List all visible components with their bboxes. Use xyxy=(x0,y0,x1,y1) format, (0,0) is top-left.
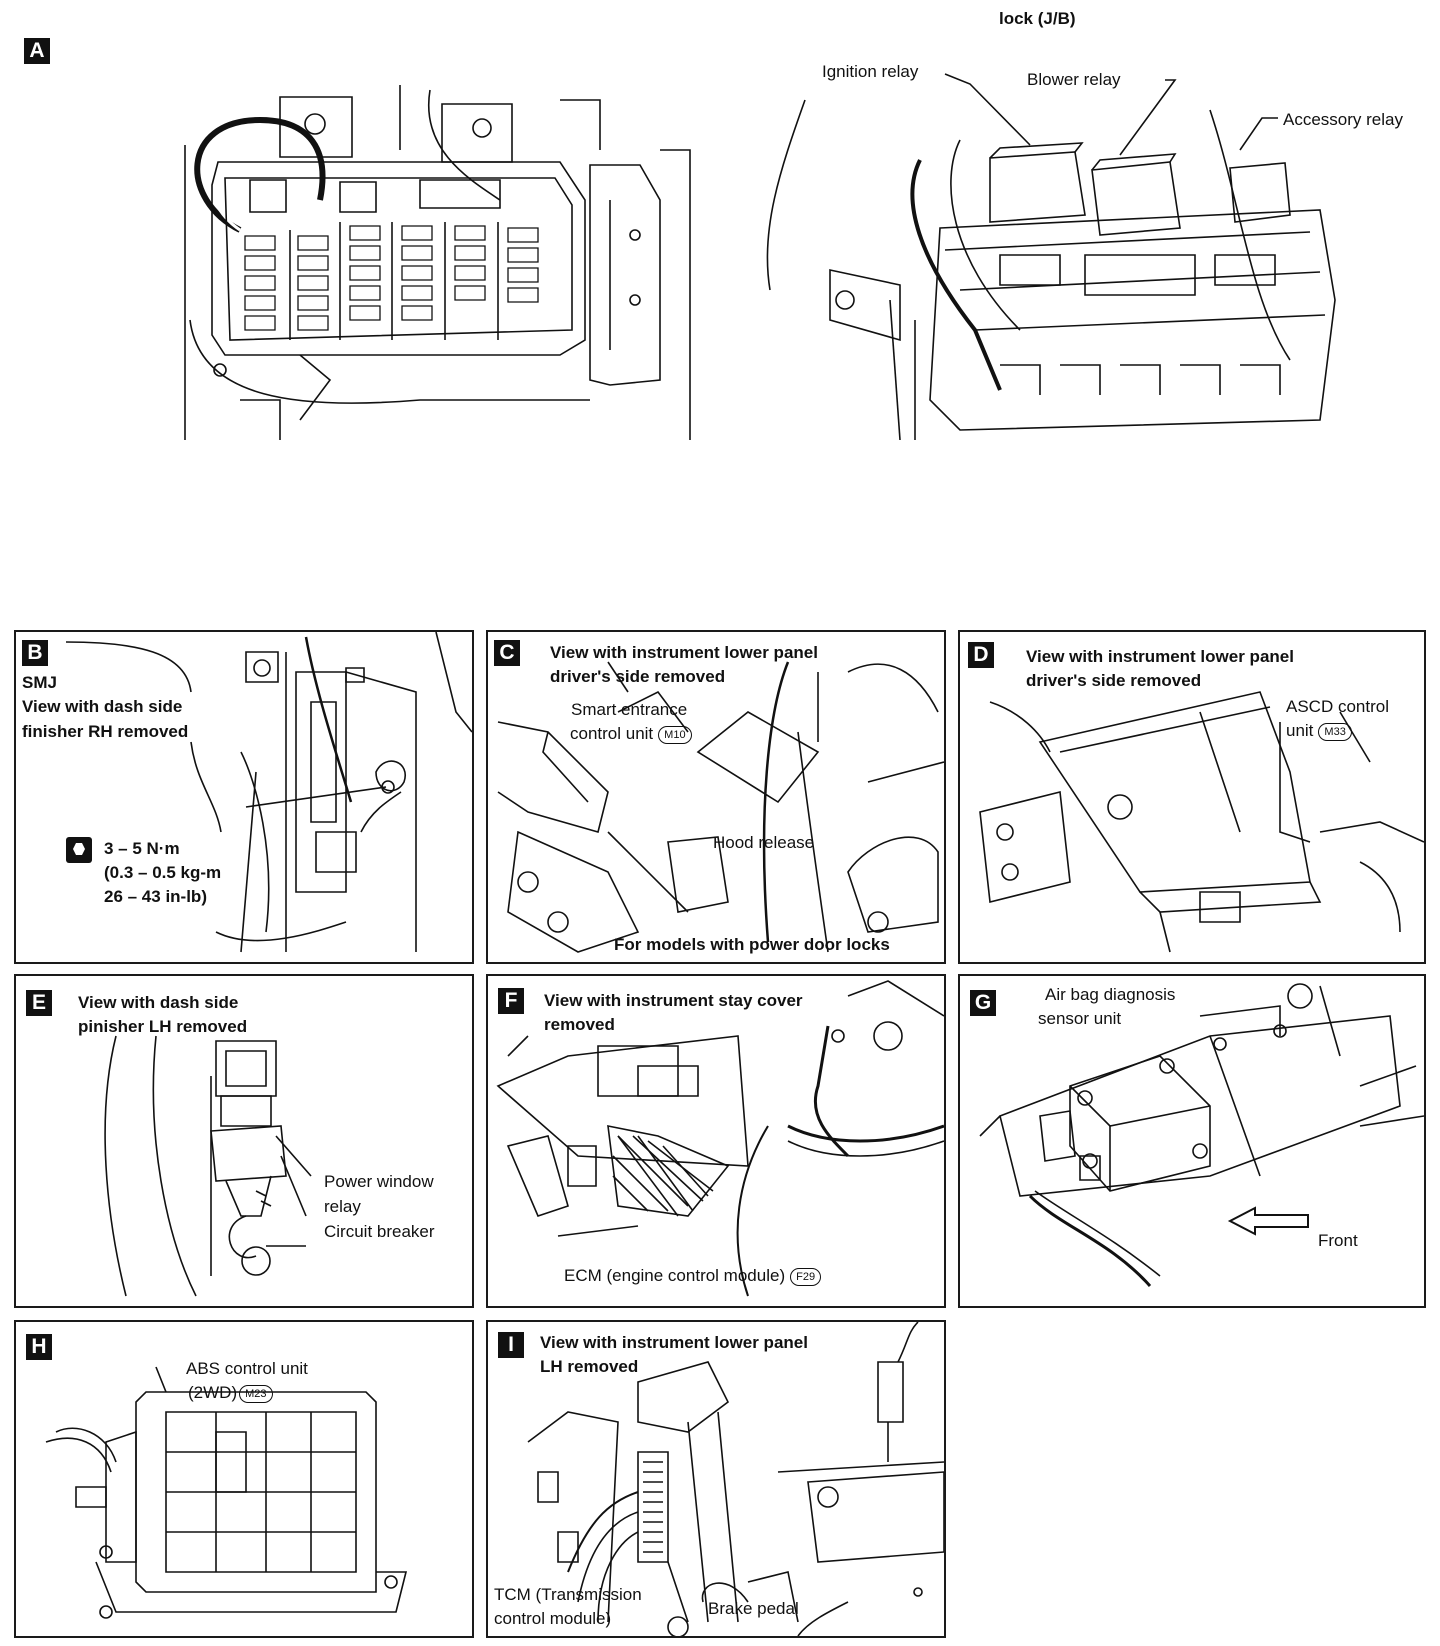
panel-i-brake-pedal: Brake pedal xyxy=(708,1599,799,1618)
badge-f: F xyxy=(498,988,524,1014)
jb-heading: lock (J/B) xyxy=(999,9,1076,28)
torque-value-2: (0.3 – 0.5 kg-m xyxy=(104,863,222,882)
panel-c-title-2: driver's side removed xyxy=(550,667,726,686)
label-blower-relay: Blower relay xyxy=(1027,70,1121,89)
badge-c: C xyxy=(494,640,520,666)
connector-f29: F29 xyxy=(790,1267,822,1286)
panel-h: H ABS control unit (2WD)M23 xyxy=(14,1320,474,1638)
torque-value-3: 26 – 43 in-lb) xyxy=(104,887,207,906)
label-accessory-relay: Accessory relay xyxy=(1283,110,1403,129)
panel-c-label-2-text: control unit xyxy=(570,724,654,743)
panel-h-label-2-text: (2WD) xyxy=(188,1383,238,1402)
panel-i-illustration xyxy=(488,1322,944,1636)
panel-d-illustration xyxy=(960,632,1424,962)
badge-g: G xyxy=(970,990,996,1016)
panel-e: E View with dash side pinisher LH remove… xyxy=(14,974,474,1308)
panel-i-tcm-1: TCM (Transmission xyxy=(494,1585,642,1604)
panel-b-title-3: finisher RH removed xyxy=(22,722,189,741)
badge-i: I xyxy=(498,1332,524,1358)
panel-h-label-1: ABS control unit xyxy=(186,1359,308,1378)
torque-value-1: 3 – 5 N·m xyxy=(104,839,180,858)
panel-e-label-2: relay xyxy=(324,1197,361,1216)
panel-d-title-2: driver's side removed xyxy=(1026,671,1202,690)
panel-b-illustration xyxy=(16,632,472,962)
badge-b: B xyxy=(22,640,48,666)
panel-f-ecm-text: ECM (engine control module) xyxy=(564,1266,786,1285)
panel-d-label-1: ASCD control xyxy=(1286,697,1389,716)
panel-e-illustration xyxy=(16,976,472,1306)
panel-f-illustration xyxy=(488,976,944,1306)
front-arrow-icon xyxy=(1230,1208,1308,1234)
badge-d: D xyxy=(968,642,994,668)
panel-f-title-1: View with instrument stay cover xyxy=(544,991,803,1010)
connector-m23: M23 xyxy=(239,1384,273,1403)
panel-i-tcm-2: control module) xyxy=(494,1609,612,1628)
panel-e-title-2: pinisher LH removed xyxy=(78,1017,248,1036)
panel-c-title-1: View with instrument lower panel xyxy=(550,643,818,662)
panel-g-label-2: sensor unit xyxy=(1038,1009,1122,1028)
panel-g-illustration xyxy=(960,976,1424,1306)
panel-g: G Air bag diagnosis sensor unit Front xyxy=(958,974,1426,1308)
panel-d-title-1: View with instrument lower panel xyxy=(1026,647,1294,666)
panel-g-label-1: Air bag diagnosis xyxy=(1045,985,1176,1004)
panel-b: B SMJ View with dash side finisher RH re… xyxy=(14,630,474,964)
panel-b-title-1: SMJ xyxy=(22,673,57,692)
label-ignition-relay: Ignition relay xyxy=(822,62,919,81)
panel-e-label-3: Circuit breaker xyxy=(324,1222,435,1241)
panel-b-title-2: View with dash side xyxy=(22,697,183,716)
panel-g-front-label: Front xyxy=(1318,1231,1358,1250)
panel-c-label-1: Smart entrance xyxy=(571,700,688,719)
panel-i: I View with instrument lower panel LH re… xyxy=(486,1320,946,1638)
connector-m33: M33 xyxy=(1318,722,1352,741)
panel-d-label-2-text: unit xyxy=(1286,721,1314,740)
panel-f: F View with instrument stay cover remove… xyxy=(486,974,946,1308)
panel-d: D View with instrument lower panel drive… xyxy=(958,630,1426,964)
panel-f-title-2: removed xyxy=(544,1015,615,1034)
badge-e: E xyxy=(26,990,52,1016)
badge-h: H xyxy=(26,1334,52,1360)
panel-f-ecm-label: ECM (engine control module)F29 xyxy=(564,1265,822,1287)
panel-h-label-2: (2WD)M23 xyxy=(188,1382,273,1404)
panel-i-title-2: LH removed xyxy=(540,1357,639,1376)
panel-c-illustration xyxy=(488,632,944,962)
panel-c-hood-release: Hood release xyxy=(713,833,815,852)
connector-m10: M10 xyxy=(658,725,692,744)
panel-e-label-1: Power window xyxy=(324,1172,434,1191)
torque-wrench-icon xyxy=(66,837,92,863)
panel-c: C View with instrument lower panel drive… xyxy=(486,630,946,964)
badge-a: A xyxy=(24,38,50,64)
panel-c-note: For models with power door locks xyxy=(614,935,890,954)
panel-h-illustration xyxy=(16,1322,472,1636)
panel-e-title-1: View with dash side xyxy=(78,993,239,1012)
panel-i-title-1: View with instrument lower panel xyxy=(540,1333,808,1352)
